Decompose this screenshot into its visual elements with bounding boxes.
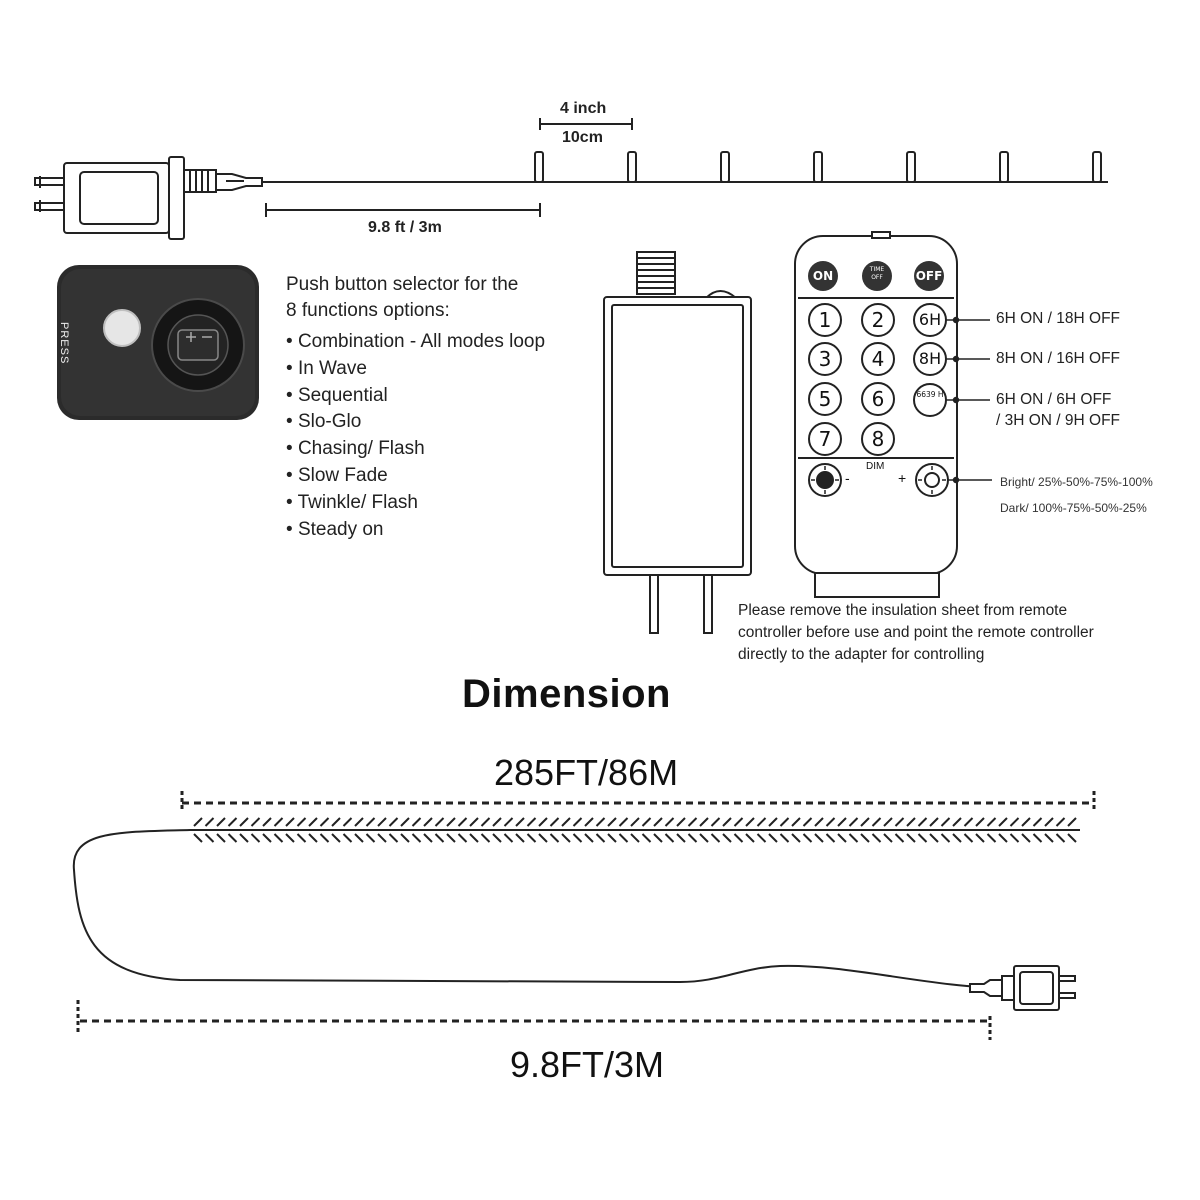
dimension-string-measure bbox=[180, 791, 1096, 812]
remote-button-4: 4 bbox=[871, 347, 885, 371]
timer-desc-6h: 6H ON / 18H OFF bbox=[996, 310, 1121, 327]
dimension-lead-wire bbox=[72, 829, 1011, 989]
remote-6h-button: 6H bbox=[918, 310, 942, 329]
dark-description: Dark/ 100%-75%-50%-25% bbox=[1000, 501, 1147, 515]
remote-note-line: Please remove the insulation sheet from … bbox=[738, 602, 1068, 619]
remote-6639h-button: 6639 H bbox=[916, 390, 944, 399]
remote-button-8: 8 bbox=[871, 427, 885, 451]
remote-number-buttons bbox=[808, 303, 947, 456]
function-item: Chasing/ Flash bbox=[286, 436, 545, 463]
timer-desc-8h: 8H ON / 16H OFF bbox=[996, 350, 1121, 367]
function-item: Slow Fade bbox=[286, 463, 545, 490]
press-button-panel bbox=[57, 265, 259, 420]
remote-off-button: OFF bbox=[915, 269, 943, 283]
spacing-label-metric: 10cm bbox=[562, 129, 603, 146]
timer-desc-6639-b: / 3H ON / 9H OFF bbox=[996, 412, 1121, 429]
remote-button-6: 6 bbox=[871, 387, 885, 411]
function-item: Sequential bbox=[286, 383, 545, 410]
function-item: Steady on bbox=[286, 517, 545, 544]
lead-wire-label: 9.8 ft / 3m bbox=[368, 219, 442, 236]
remote-on-button: ON bbox=[812, 269, 834, 283]
remote-minus: - bbox=[845, 470, 850, 486]
dimension-lead-measure bbox=[76, 1000, 992, 1040]
top-dimension-lines bbox=[265, 118, 633, 217]
adapter-box bbox=[603, 251, 752, 634]
remote-dim-label: DIM bbox=[866, 461, 885, 472]
remote-top-buttons bbox=[808, 261, 944, 291]
press-label: PRESS bbox=[58, 322, 70, 365]
remote-time-off-button: TIME OFF bbox=[869, 266, 885, 281]
press-button bbox=[103, 309, 141, 347]
dimension-light-string bbox=[190, 817, 1080, 843]
top-plug-adapter bbox=[34, 156, 263, 240]
dimension-plug bbox=[969, 965, 1076, 1011]
remote-button-5: 5 bbox=[818, 387, 832, 411]
timer-desc-6639-a: 6H ON / 6H OFF bbox=[996, 391, 1112, 408]
dimension-title: Dimension bbox=[462, 672, 671, 716]
remote-button-3: 3 bbox=[818, 347, 832, 371]
top-led-bulbs bbox=[534, 151, 1102, 183]
remote-plus: + bbox=[898, 470, 907, 486]
function-item: In Wave bbox=[286, 356, 545, 383]
remote-button-2: 2 bbox=[871, 308, 885, 332]
remote-button-7: 7 bbox=[818, 427, 832, 451]
function-item: Slo-Glo bbox=[286, 409, 545, 436]
lead-length-label: 9.8FT/3M bbox=[510, 1044, 665, 1085]
remote-8h-button: 8H bbox=[918, 349, 942, 368]
remote-button-1: 1 bbox=[818, 308, 832, 332]
remote-note-line: directly to the adapter for controlling bbox=[738, 646, 985, 663]
remote-dim-buttons bbox=[808, 463, 949, 497]
bright-description: Bright/ 25%-50%-75%-100% bbox=[1000, 475, 1153, 489]
string-length-label: 285FT/86M bbox=[494, 752, 679, 793]
spacing-label-imperial: 4 inch bbox=[560, 100, 607, 117]
remote-note-line: controller before use and point the remo… bbox=[738, 624, 1094, 641]
remote-callouts bbox=[946, 316, 992, 484]
function-item: Combination - All modes loop bbox=[286, 329, 545, 356]
functions-title-1: Push button selector for the bbox=[286, 274, 519, 295]
functions-title-2: 8 functions options: bbox=[286, 300, 450, 321]
functions-list: Combination - All modes loop In Wave Seq… bbox=[286, 329, 545, 543]
function-item: Twinkle/ Flash bbox=[286, 490, 545, 517]
remote-instructions: Please remove the insulation sheet from … bbox=[738, 600, 1158, 666]
